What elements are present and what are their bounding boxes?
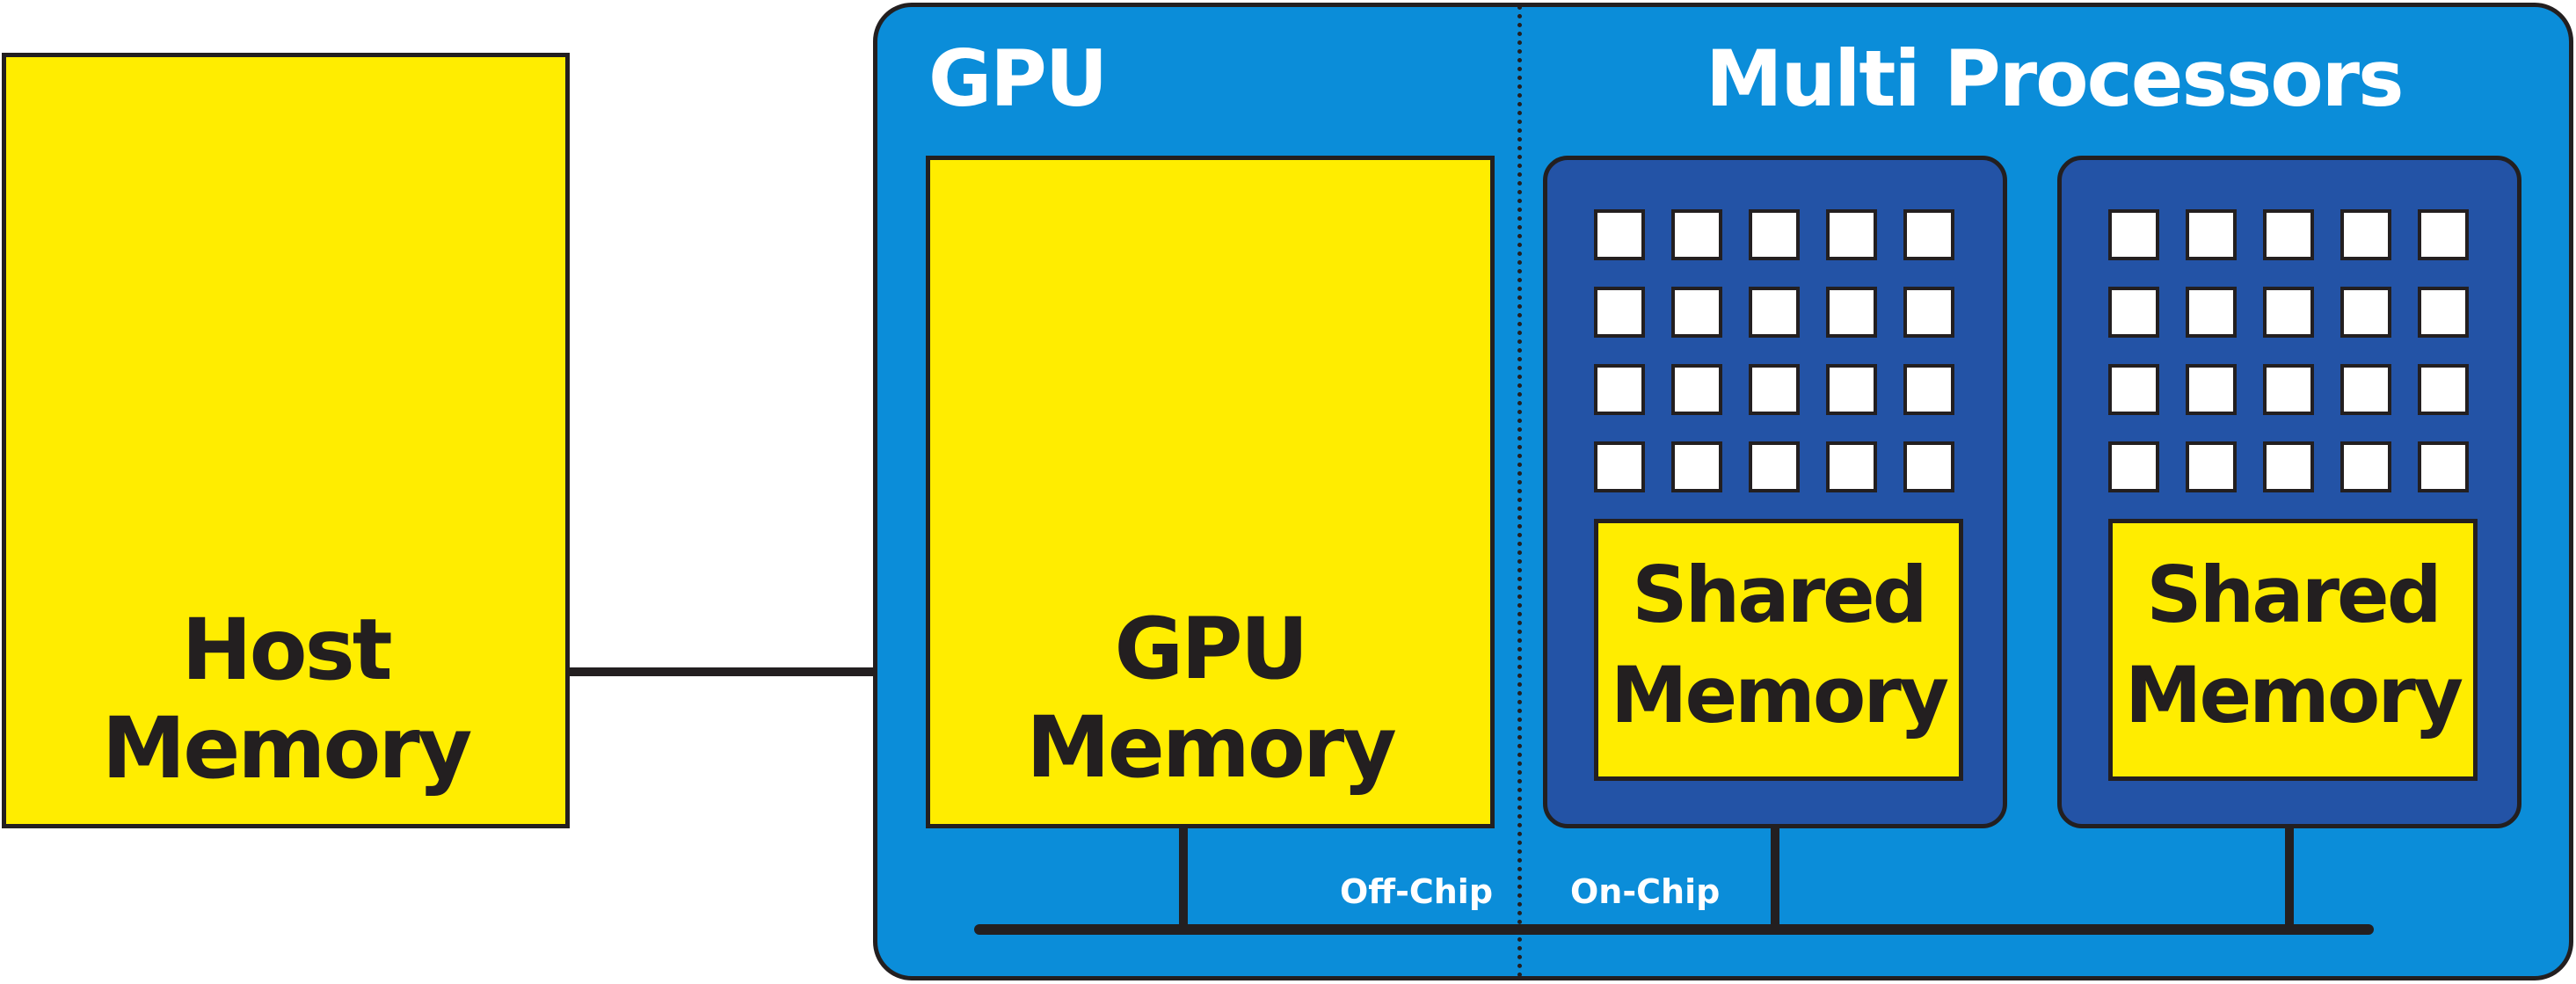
core <box>2418 287 2469 338</box>
core <box>2186 364 2237 415</box>
core <box>1903 441 1954 492</box>
host-memory-label-line2: Memory <box>101 699 473 798</box>
shared-memory-label-line1: Shared <box>2146 550 2441 640</box>
core <box>2340 364 2391 415</box>
host-memory-label: Host Memory <box>6 608 565 791</box>
on-chip-label: On-Chip <box>1570 872 1721 911</box>
core <box>1671 364 1722 415</box>
multiprocessor-1: Shared Memory <box>1543 156 2007 828</box>
core <box>2263 441 2314 492</box>
core <box>1903 364 1954 415</box>
core <box>1749 441 1800 492</box>
core <box>2108 441 2159 492</box>
core <box>2108 364 2159 415</box>
core <box>1594 287 1645 338</box>
gpu-memory-label-line2: Memory <box>1026 698 1397 797</box>
host-memory-label-line1: Host <box>181 601 392 699</box>
shared-memory-label-line2: Memory <box>2124 650 2463 740</box>
shared-memory-label: Shared Memory <box>1598 557 1959 734</box>
core <box>1903 209 1954 260</box>
core <box>1594 441 1645 492</box>
gpu-memory-box: GPU Memory <box>926 156 1495 828</box>
core <box>1671 287 1722 338</box>
shared-memory-box: Shared Memory <box>2108 519 2478 781</box>
core <box>2340 287 2391 338</box>
core <box>2340 209 2391 260</box>
core <box>2340 441 2391 492</box>
core <box>1749 364 1800 415</box>
core <box>2186 441 2237 492</box>
multiprocessor-1-connector <box>1771 827 1779 930</box>
core <box>1594 364 1645 415</box>
core <box>2186 209 2237 260</box>
shared-memory-label-line2: Memory <box>1610 650 1949 740</box>
core <box>1749 209 1800 260</box>
gpu-memory-label-line1: GPU <box>1114 600 1308 698</box>
core <box>1826 441 1877 492</box>
core <box>1671 441 1722 492</box>
core <box>1826 287 1877 338</box>
core <box>1826 209 1877 260</box>
multiprocessors-title: Multi Processors <box>1706 33 2404 124</box>
gpu-memory-connector <box>1179 827 1188 930</box>
gpu-memory-label: GPU Memory <box>930 607 1490 790</box>
shared-memory-label: Shared Memory <box>2113 557 2473 734</box>
core <box>1671 209 1722 260</box>
core-grid <box>2108 209 2469 492</box>
multiprocessor-2-connector <box>2285 827 2294 930</box>
chip-boundary-line <box>1517 5 1522 978</box>
host-gpu-connector <box>568 667 877 676</box>
core <box>2418 209 2469 260</box>
core <box>2263 209 2314 260</box>
core <box>1749 287 1800 338</box>
bus-line <box>974 924 2374 935</box>
core <box>1826 364 1877 415</box>
core <box>2418 364 2469 415</box>
core <box>2418 441 2469 492</box>
multiprocessor-2: Shared Memory <box>2057 156 2521 828</box>
core <box>2263 364 2314 415</box>
shared-memory-box: Shared Memory <box>1594 519 1963 781</box>
off-chip-label: Off-Chip <box>1340 872 1494 911</box>
host-memory-box: Host Memory <box>2 53 570 828</box>
core <box>2108 209 2159 260</box>
core <box>2186 287 2237 338</box>
gpu-title: GPU <box>928 33 1108 124</box>
shared-memory-label-line1: Shared <box>1632 550 1927 640</box>
core <box>1903 287 1954 338</box>
core-grid <box>1594 209 1954 492</box>
core <box>2263 287 2314 338</box>
core <box>1594 209 1645 260</box>
core <box>2108 287 2159 338</box>
